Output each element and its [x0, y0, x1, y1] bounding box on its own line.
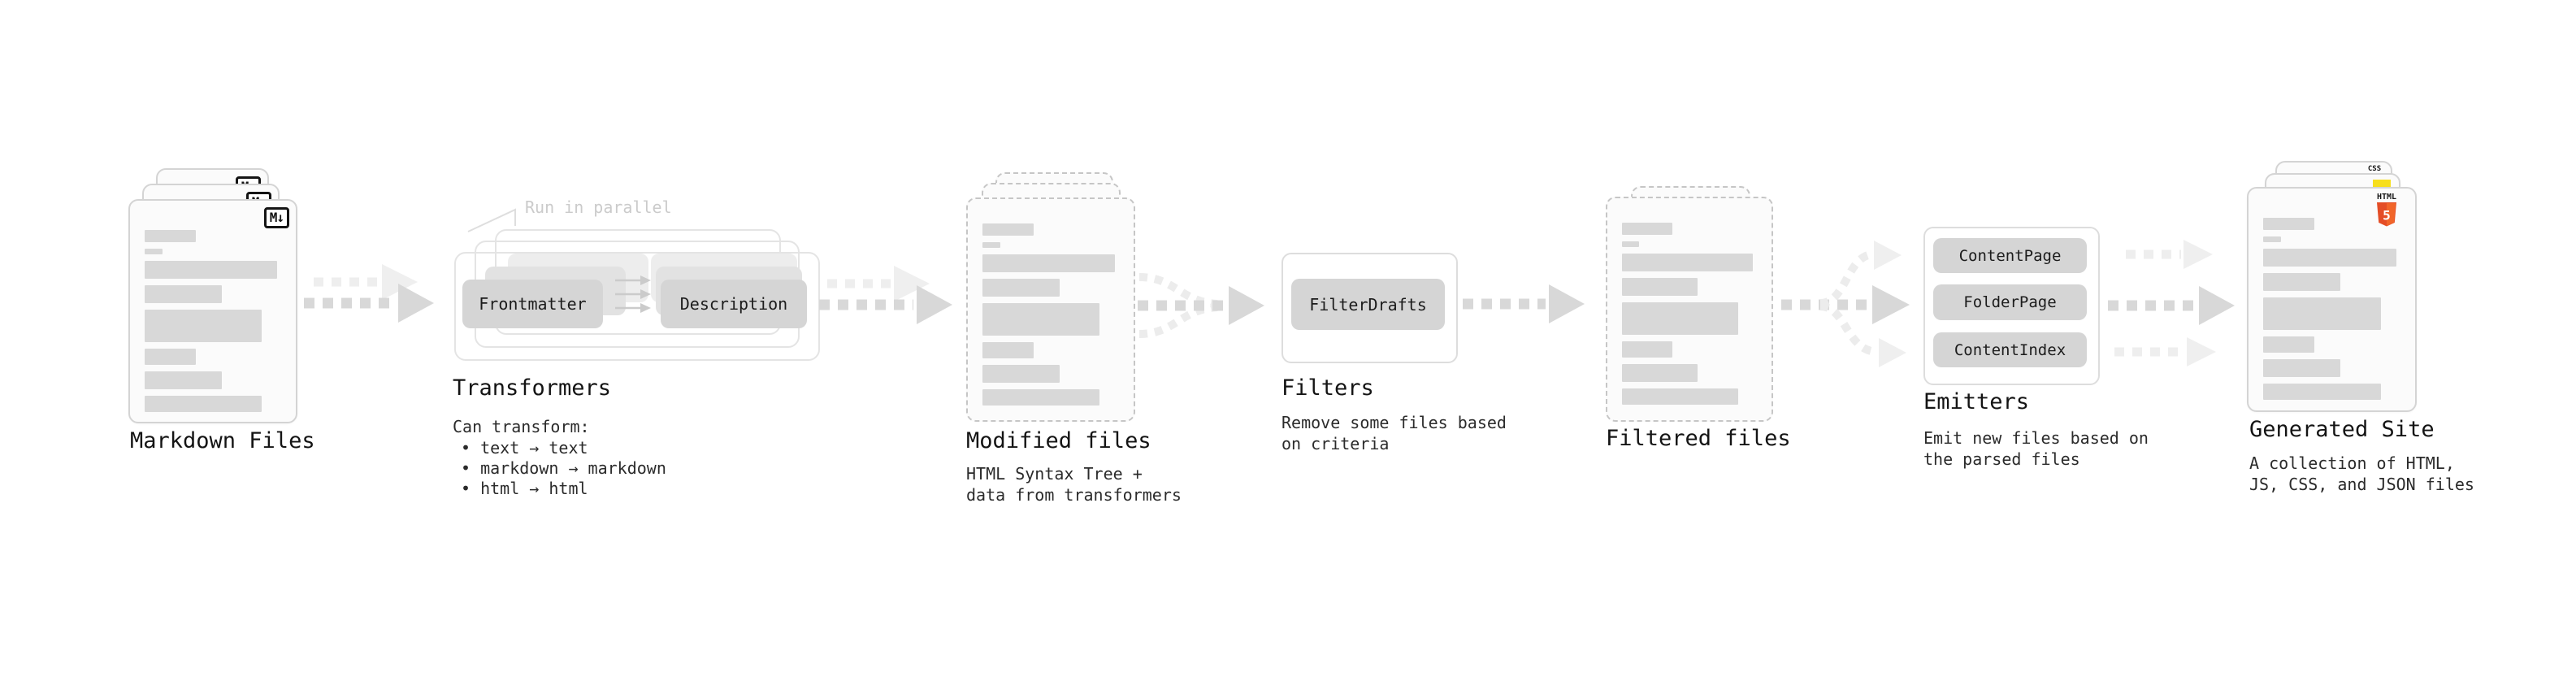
svg-text:5: 5	[2383, 208, 2391, 223]
arrow-modified-to-filters	[1138, 273, 1264, 338]
js-icon	[2373, 180, 2391, 189]
html5-shield: 5	[2377, 202, 2396, 227]
content-bar	[1622, 254, 1753, 271]
content-bar	[1622, 388, 1738, 405]
markdown-files-title: Markdown Files	[130, 428, 315, 453]
transformers-bullet: • text → text	[461, 438, 588, 458]
file-content-bars	[1622, 223, 1755, 405]
transformers-bullet: • html → html	[461, 479, 588, 498]
modified-files-desc: HTML Syntax Tree +	[966, 464, 1143, 484]
content-bar	[145, 249, 163, 254]
modified-files-title: Modified files	[966, 428, 1151, 453]
file-content-bars	[2263, 218, 2399, 400]
emitters-desc: Emit new files based on	[1923, 428, 2149, 448]
content-bar	[1622, 302, 1738, 335]
file-content-bars	[145, 230, 280, 412]
arrow-markdown-to-transformers	[304, 264, 434, 323]
frontmatter-step: Frontmatter	[462, 280, 603, 328]
transformers-desc-title: Can transform:	[453, 417, 590, 436]
content-bar	[145, 349, 197, 365]
content-bar	[145, 261, 277, 279]
content-bar	[982, 242, 1000, 248]
content-bar	[1622, 364, 1698, 382]
html-file-card: HTML 5	[2247, 187, 2417, 412]
content-bar	[982, 223, 1034, 236]
filterdrafts-filter: FilterDrafts	[1291, 279, 1445, 330]
run-in-parallel-annotation: Run in parallel	[525, 197, 672, 217]
html5-icon: HTML 5	[2368, 193, 2405, 230]
content-bar	[982, 365, 1060, 383]
content-bar	[145, 396, 262, 412]
content-bar	[145, 285, 222, 303]
css-icon-label: CSS	[2367, 165, 2382, 173]
content-bar	[2263, 218, 2315, 230]
filters-desc: on criteria	[1281, 434, 1390, 453]
folderpage-emitter: FolderPage	[1933, 284, 2087, 320]
arrow-filtered-to-emitters	[1781, 241, 1910, 367]
content-bar	[1622, 341, 1673, 358]
content-bar	[2263, 297, 2382, 330]
filters-desc: Remove some files based	[1281, 413, 1507, 432]
content-bar	[1622, 278, 1698, 296]
modified-files-desc: data from transformers	[966, 485, 1182, 505]
contentindex-emitter: ContentIndex	[1933, 332, 2087, 367]
generated-site-desc: A collection of HTML,	[2249, 453, 2455, 473]
html5-icon-label: HTML	[2376, 193, 2397, 202]
content-bar	[145, 230, 197, 242]
filtered-file-card	[1606, 197, 1773, 422]
annotation-callout-line	[467, 208, 516, 232]
filtered-files-title: Filtered files	[1606, 426, 1791, 451]
file-content-bars	[982, 223, 1117, 406]
modified-file-card	[966, 197, 1135, 422]
generated-site-desc: JS, CSS, and JSON files	[2249, 475, 2474, 494]
content-bar	[2263, 236, 2281, 242]
arrow-transformers-to-modified	[819, 266, 952, 324]
content-bar	[982, 389, 1100, 406]
content-bar	[1622, 241, 1640, 247]
arrow-filters-to-filtered	[1463, 284, 1585, 323]
arrow-emitters-to-site	[2108, 240, 2235, 367]
generated-site-title: Generated Site	[2249, 417, 2435, 442]
markdown-file-card: M↓	[128, 199, 297, 423]
content-bar	[2263, 273, 2341, 291]
filters-title: Filters	[1281, 375, 1374, 401]
content-bar	[982, 342, 1034, 358]
transformers-title: Transformers	[453, 375, 612, 401]
content-bar	[2263, 359, 2341, 377]
emitters-title: Emitters	[1923, 389, 2030, 414]
content-bar	[982, 303, 1100, 336]
contentpage-emitter: ContentPage	[1933, 238, 2087, 273]
markdown-icon: M↓	[263, 207, 289, 228]
content-bar	[982, 279, 1060, 297]
content-bar	[2263, 249, 2396, 267]
content-bar	[982, 254, 1115, 272]
content-bar	[145, 310, 262, 342]
content-bar	[145, 371, 222, 389]
content-bar	[2263, 336, 2315, 353]
emitters-desc: the parsed files	[1923, 449, 2080, 469]
description-step: Description	[661, 280, 807, 328]
content-bar	[2263, 384, 2382, 400]
transformers-bullet: • markdown → markdown	[461, 458, 666, 478]
content-bar	[1622, 223, 1673, 235]
